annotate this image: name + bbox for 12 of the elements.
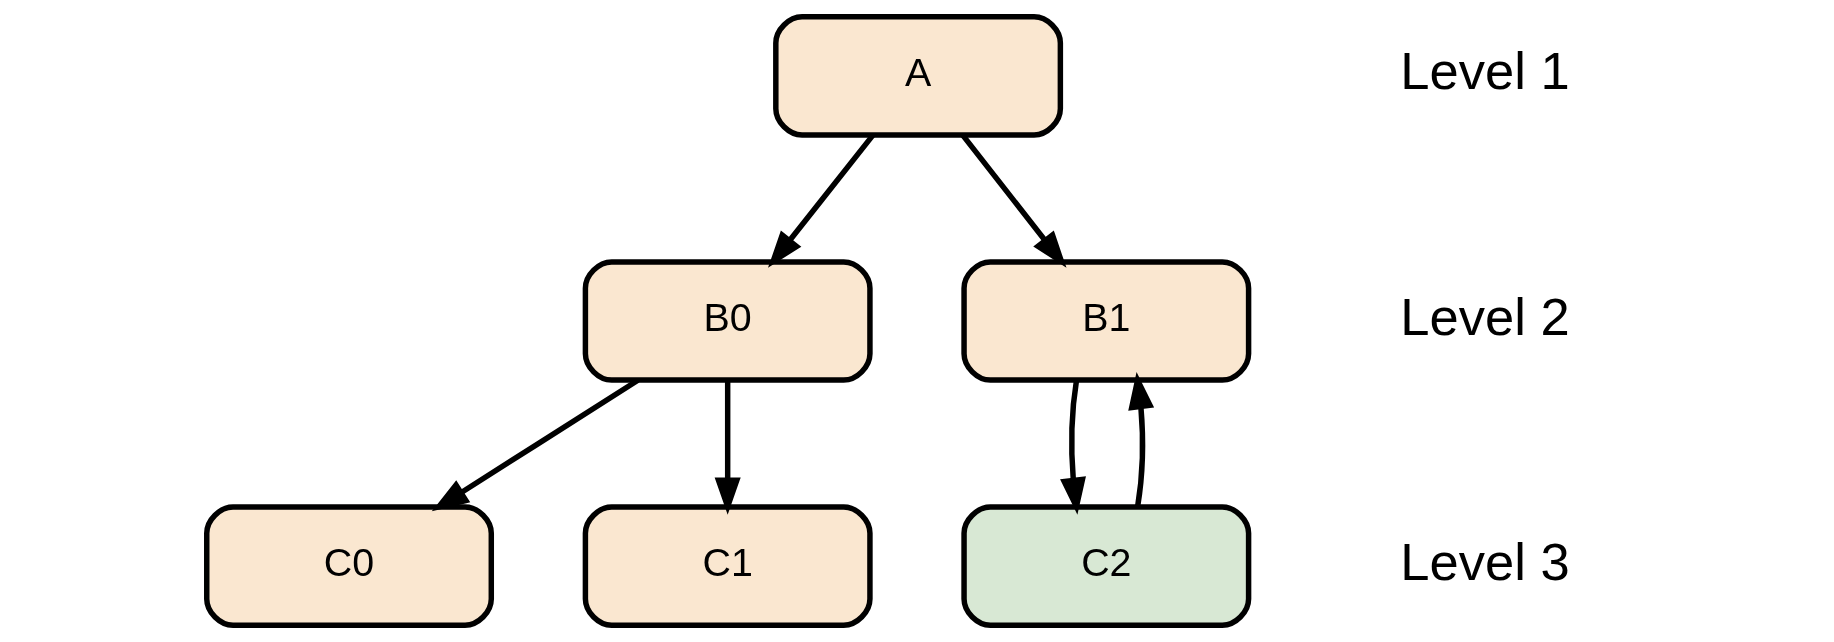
node-box: C2 xyxy=(961,504,1252,628)
node-box: C0 xyxy=(204,504,495,628)
arrow xyxy=(714,380,741,515)
label: Level 2 xyxy=(1400,286,1570,346)
node-box: B0 xyxy=(582,259,873,383)
node-box: C1 xyxy=(582,504,873,628)
arrow xyxy=(1128,372,1155,507)
node-box: B1 xyxy=(961,259,1252,383)
label: Level 3 xyxy=(1400,531,1570,591)
node-box: A xyxy=(773,14,1064,138)
label: Level 1 xyxy=(1400,41,1570,101)
arrow xyxy=(1060,379,1086,515)
